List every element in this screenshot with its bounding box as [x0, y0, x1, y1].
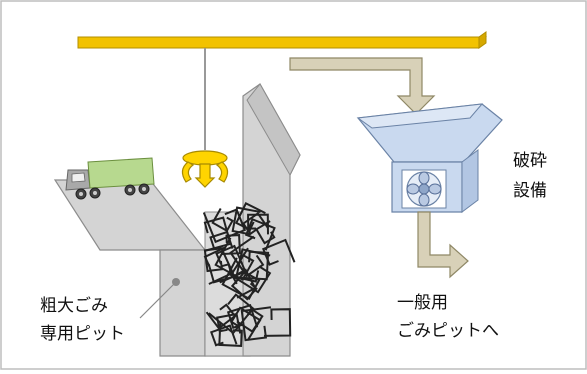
debris-piece [255, 220, 276, 245]
debris-piece [229, 247, 272, 294]
crusher-rotor-icon [406, 171, 442, 207]
debris-piece [218, 323, 243, 347]
debris-piece [229, 235, 265, 278]
debris-piece [203, 216, 232, 252]
debris-piece [208, 293, 255, 335]
debris-piece [203, 246, 226, 273]
bulky-pit-label-line2: 専用ピット [40, 324, 125, 344]
debris-piece [244, 218, 276, 251]
debris-piece [202, 208, 247, 244]
debris-piece [211, 208, 234, 233]
bulky-waste-debris [202, 202, 296, 347]
crane-grab-icon [181, 150, 229, 188]
debris-piece [221, 234, 241, 255]
debris-piece [241, 212, 269, 236]
debris-piece [261, 238, 296, 266]
debris-piece [231, 206, 261, 236]
bulky-pit-label-line1: 粗大ごみ [40, 296, 108, 316]
bulky-pit-label: 粗大ごみ 専用ピット [40, 295, 125, 345]
debris-piece [240, 250, 270, 281]
flow-arrow-icon [289, 57, 436, 115]
debris-piece [236, 307, 264, 333]
truck-icon [65, 157, 155, 200]
general-pit-label-line2: ごみピットへ [397, 321, 499, 341]
crusher-label-line2: 設備 [513, 181, 547, 201]
debris-piece [226, 304, 259, 329]
debris-piece [215, 244, 247, 284]
debris-piece [216, 312, 242, 334]
debris-piece [263, 308, 292, 337]
crusher-label-line1: 破砕 [513, 151, 547, 171]
output-arrow-icon [417, 211, 469, 279]
crusher-label: 破砕 設備 [513, 150, 547, 202]
crane-rail [77, 31, 487, 49]
general-pit-label: 一般用 ごみピットへ [397, 292, 499, 342]
debris-piece [205, 303, 237, 330]
pit-leader-line [139, 283, 175, 319]
general-pit-label-line1: 一般用 [397, 293, 448, 313]
